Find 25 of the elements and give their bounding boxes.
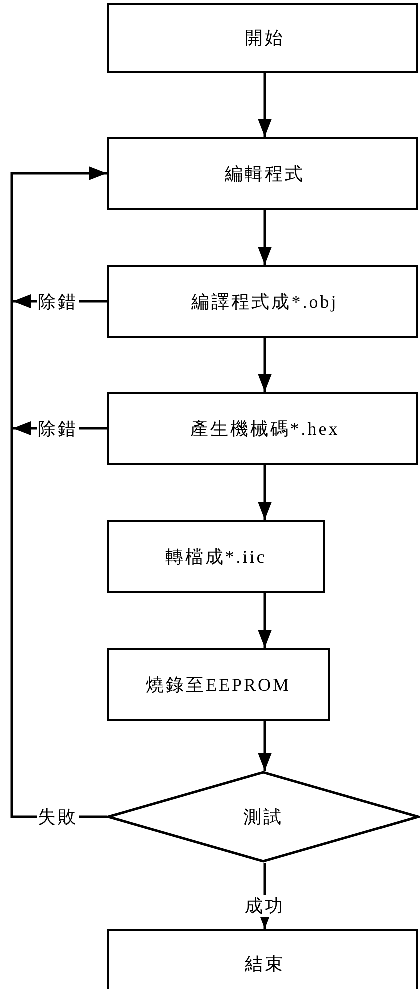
node-label: 轉檔成*.iic — [165, 546, 267, 568]
arrow — [258, 593, 272, 648]
process-box — [107, 265, 418, 338]
node-label: 燒錄至EEPROM — [146, 674, 291, 696]
edge-label: 除錯 — [37, 290, 79, 312]
terminal-box — [107, 929, 418, 989]
edge-label: 除錯 — [37, 418, 79, 440]
node-label: 開始 — [245, 27, 285, 50]
arrow — [258, 721, 272, 771]
process-box — [107, 520, 325, 593]
process-box — [107, 137, 418, 210]
node-label: 測試 — [244, 806, 284, 829]
node-label: 編譯程式成*.obj — [192, 290, 338, 314]
arrow — [258, 338, 272, 392]
node-label: 編輯程式 — [225, 162, 305, 186]
arrow — [258, 73, 272, 137]
terminal-box — [107, 3, 418, 73]
arrow — [258, 210, 272, 265]
node-label: 產生機械碼*.hex — [190, 418, 340, 440]
process-box — [107, 648, 330, 721]
process-box — [107, 392, 418, 465]
node-label: 結束 — [245, 953, 285, 976]
arrow — [258, 465, 272, 520]
edge-label: 失敗 — [37, 806, 79, 828]
arrow — [10, 166, 107, 818]
